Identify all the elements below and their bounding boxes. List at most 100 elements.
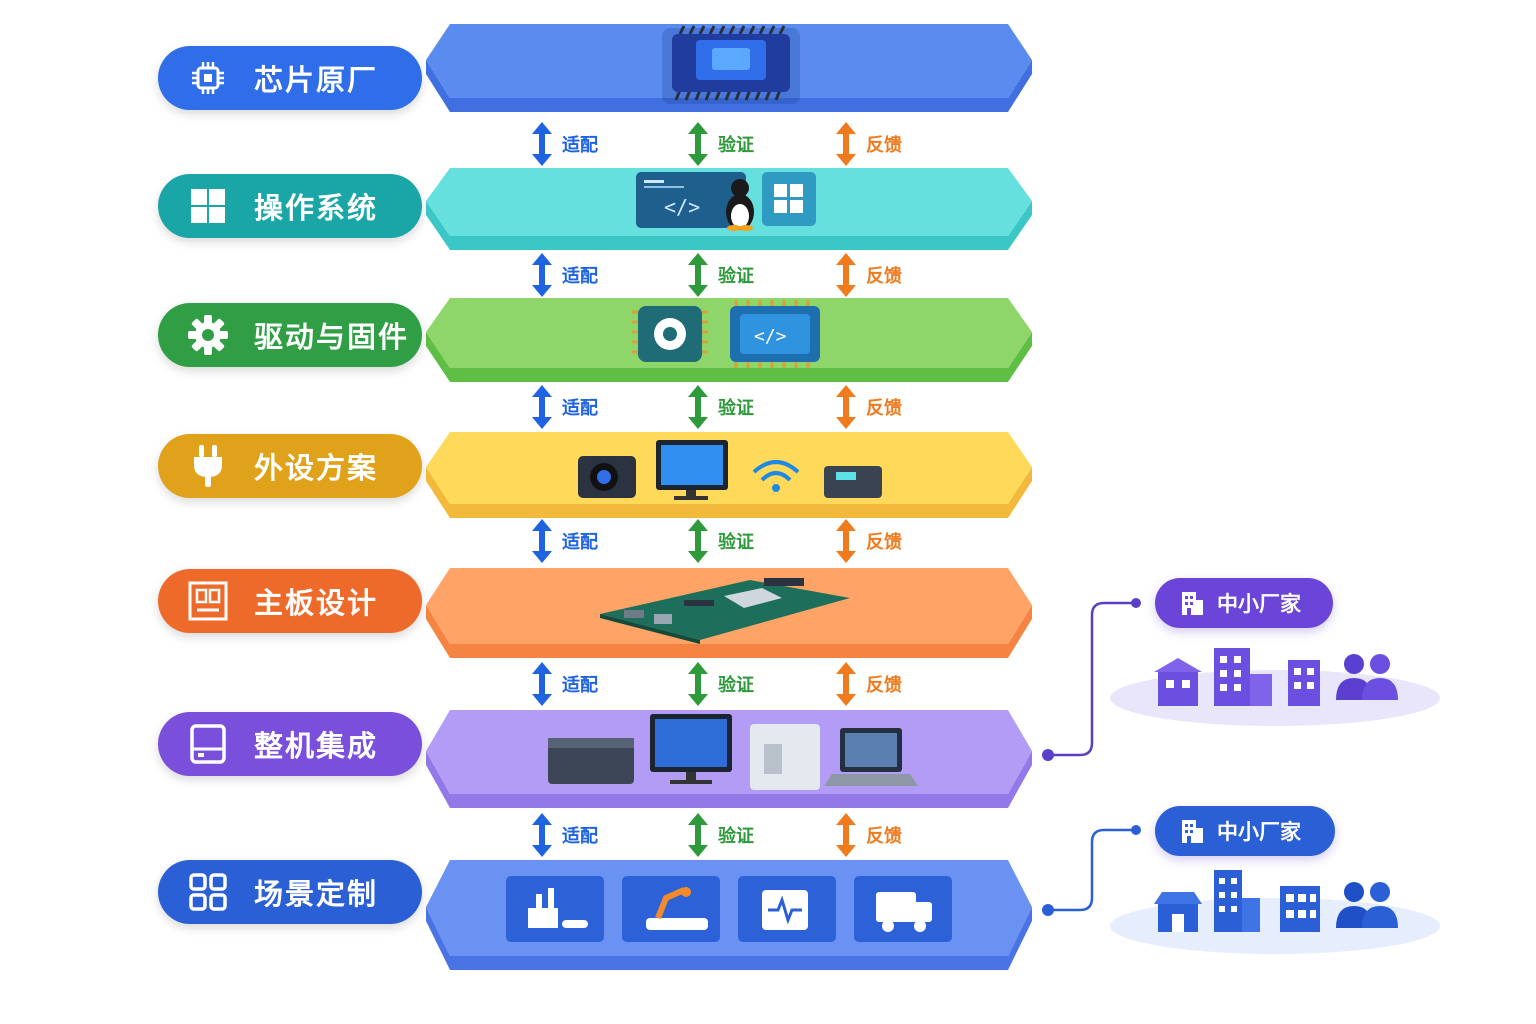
chip-icon <box>180 50 236 106</box>
layer-plate-peripheral <box>424 430 1034 518</box>
double-arrow-icon <box>688 122 708 166</box>
double-arrow-icon <box>688 813 708 857</box>
vendor-pill-2[interactable]: 中小厂家 <box>1155 806 1335 856</box>
vendor-label-2: 中小厂家 <box>1217 820 1301 844</box>
vendor-connector-1 <box>1042 598 1141 761</box>
relation-label: 反馈 <box>866 135 902 156</box>
relation-0: 适配 <box>530 517 598 565</box>
double-arrow-icon <box>836 253 856 297</box>
relation-row: 适配 验证 反馈 <box>0 383 1536 431</box>
relation-0: 适配 <box>530 383 598 431</box>
relation-label: 适配 <box>562 532 598 553</box>
relation-1: 验证 <box>686 120 754 168</box>
double-arrow-icon <box>532 385 552 429</box>
layer-label-os: 操作系统 <box>254 191 379 225</box>
layer-plate-scenario <box>424 858 1034 970</box>
computer-icon <box>180 716 236 772</box>
layer-label-board: 主板设计 <box>254 586 379 620</box>
layer-label-peripheral: 外设方案 <box>254 451 379 485</box>
relation-label: 适配 <box>562 398 598 419</box>
vendor-cluster-1 <box>1110 640 1440 730</box>
relation-label: 反馈 <box>866 826 902 847</box>
double-arrow-icon <box>532 813 552 857</box>
relation-label: 验证 <box>718 266 754 287</box>
double-arrow-icon <box>532 662 552 706</box>
relation-label: 适配 <box>562 135 598 156</box>
double-arrow-icon <box>532 253 552 297</box>
layer-pill-scenario[interactable]: 场景定制 <box>158 860 422 924</box>
plug-icon <box>180 438 236 494</box>
layer-plate-board <box>424 566 1034 658</box>
relation-1: 验证 <box>686 811 754 859</box>
relation-1: 验证 <box>686 251 754 299</box>
relation-1: 验证 <box>686 517 754 565</box>
board-icon <box>180 573 236 629</box>
relation-label: 验证 <box>718 532 754 553</box>
layer-plate-driver: </> <box>424 296 1034 382</box>
relation-row: 适配 验证 反馈 <box>0 660 1536 708</box>
relation-1: 验证 <box>686 383 754 431</box>
layer-pill-board[interactable]: 主板设计 <box>158 569 422 633</box>
double-arrow-icon <box>688 253 708 297</box>
layer-pill-driver[interactable]: 驱动与固件 <box>158 303 422 367</box>
relation-2: 反馈 <box>834 383 902 431</box>
layer-plate-integration <box>424 708 1034 808</box>
vendor-label-1: 中小厂家 <box>1217 592 1301 616</box>
relation-label: 适配 <box>562 266 598 287</box>
layer-pill-os[interactable]: 操作系统 <box>158 174 422 238</box>
relation-row: 适配 验证 反馈 <box>0 120 1536 168</box>
relation-2: 反馈 <box>834 660 902 708</box>
relation-0: 适配 <box>530 120 598 168</box>
relation-row: 适配 验证 反馈 <box>0 517 1536 565</box>
vendor-connector-2 <box>1042 825 1141 916</box>
svg-text:</>: </> <box>664 195 700 219</box>
windows-icon <box>180 178 236 234</box>
layer-pill-integration[interactable]: 整机集成 <box>158 712 422 776</box>
relation-0: 适配 <box>530 660 598 708</box>
double-arrow-icon <box>836 385 856 429</box>
relation-2: 反馈 <box>834 811 902 859</box>
relation-label: 反馈 <box>866 266 902 287</box>
layer-pill-chip[interactable]: 芯片原厂 <box>158 46 422 110</box>
vendor-cluster-2 <box>1110 866 1440 958</box>
layer-plate-chip <box>424 22 1034 112</box>
relation-label: 反馈 <box>866 398 902 419</box>
relation-2: 反馈 <box>834 251 902 299</box>
double-arrow-icon <box>532 122 552 166</box>
relation-label: 反馈 <box>866 532 902 553</box>
relation-label: 适配 <box>562 675 598 696</box>
relation-label: 适配 <box>562 826 598 847</box>
relation-2: 反馈 <box>834 517 902 565</box>
layer-label-integration: 整机集成 <box>254 729 379 763</box>
double-arrow-icon <box>688 662 708 706</box>
relation-label: 验证 <box>718 135 754 156</box>
relation-0: 适配 <box>530 251 598 299</box>
layer-label-chip: 芯片原厂 <box>254 63 379 97</box>
double-arrow-icon <box>836 813 856 857</box>
svg-text:</>: </> <box>754 326 787 347</box>
apps-icon <box>180 864 236 920</box>
relation-2: 反馈 <box>834 120 902 168</box>
layer-label-driver: 驱动与固件 <box>254 320 410 354</box>
relation-row: 适配 验证 反馈 <box>0 811 1536 859</box>
layer-label-scenario: 场景定制 <box>254 877 379 911</box>
relation-row: 适配 验证 反馈 <box>0 251 1536 299</box>
relation-label: 验证 <box>718 398 754 419</box>
double-arrow-icon <box>688 519 708 563</box>
relation-label: 验证 <box>718 675 754 696</box>
relation-label: 验证 <box>718 826 754 847</box>
relation-label: 反馈 <box>866 675 902 696</box>
double-arrow-icon <box>688 385 708 429</box>
layer-plate-os: </> <box>424 166 1034 250</box>
building-icon <box>1177 816 1207 846</box>
vendor-pill-1[interactable]: 中小厂家 <box>1155 578 1333 628</box>
relation-1: 验证 <box>686 660 754 708</box>
double-arrow-icon <box>836 662 856 706</box>
double-arrow-icon <box>532 519 552 563</box>
building-icon <box>1177 588 1207 618</box>
layer-pill-peripheral[interactable]: 外设方案 <box>158 434 422 498</box>
double-arrow-icon <box>836 519 856 563</box>
relation-0: 适配 <box>530 811 598 859</box>
gear-icon <box>180 307 236 363</box>
double-arrow-icon <box>836 122 856 166</box>
